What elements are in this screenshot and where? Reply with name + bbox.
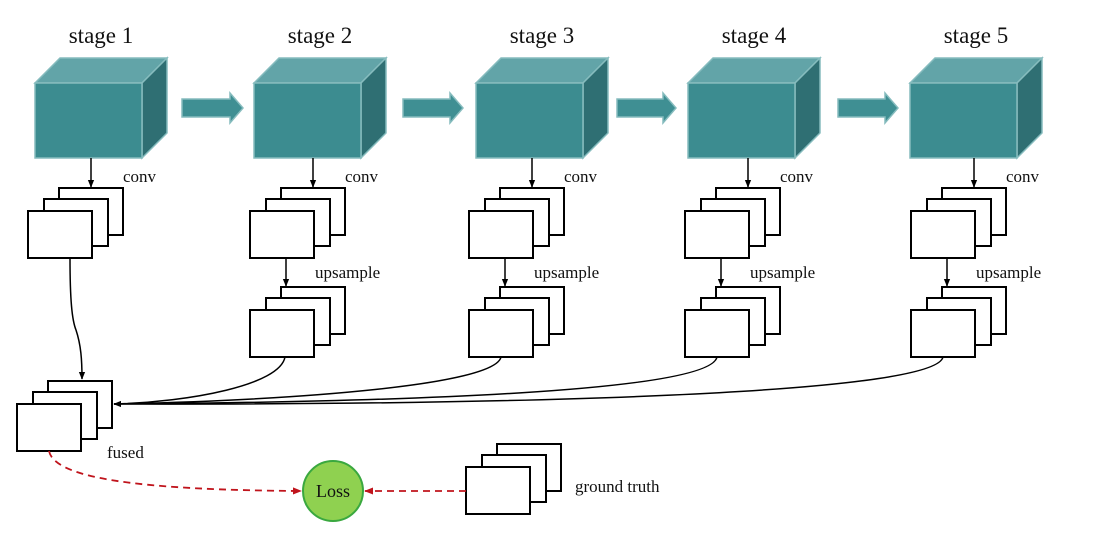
feature-map-front xyxy=(468,210,534,259)
stage-5-cube xyxy=(908,56,1044,160)
fused-label: fused xyxy=(107,443,144,462)
stage-2-cube xyxy=(252,56,388,160)
stage-5-to-fused-line xyxy=(113,356,944,408)
stage-3-to-fused-line xyxy=(113,356,502,405)
feature-map-front xyxy=(910,210,976,259)
fused-maps xyxy=(16,380,113,452)
feature-map-front xyxy=(468,309,534,358)
stage-4-upsample-label: upsample xyxy=(750,263,815,282)
stage-4-cube xyxy=(686,56,822,160)
stage-2-to-fused-line xyxy=(113,356,286,405)
loss-node: Loss xyxy=(302,460,364,522)
stage-3-cube xyxy=(474,56,610,160)
stage-5-conv-label: conv xyxy=(1006,167,1040,186)
stage-5-upsample-maps xyxy=(910,286,1007,358)
ground-truth-maps xyxy=(465,443,562,515)
stage-5-label: stage 5 xyxy=(944,23,1009,48)
stage-2-label: stage 2 xyxy=(288,23,353,48)
stage-4-conv-label: conv xyxy=(780,167,814,186)
cube-front-face xyxy=(909,82,1018,159)
feature-map-front xyxy=(465,466,531,515)
stage-1-conv-maps xyxy=(27,187,124,259)
stage-1-label: stage 1 xyxy=(69,23,134,48)
stage-cubes xyxy=(33,56,1044,160)
feature-map-front xyxy=(27,210,93,259)
feature-map-stacks xyxy=(16,187,1007,515)
feature-map-front xyxy=(249,309,315,358)
cube-front-face xyxy=(253,82,362,159)
cube-front-face xyxy=(687,82,796,159)
arrow-stage-2-to-3-icon xyxy=(402,90,464,126)
stage-2-conv-label: conv xyxy=(345,167,379,186)
ground-truth-label: ground truth xyxy=(575,477,660,496)
arrow-stage-4-to-5-icon xyxy=(837,90,899,126)
stage-1-to-fused-line xyxy=(69,257,86,380)
stage-3-conv-maps xyxy=(468,187,565,259)
feature-map-front xyxy=(684,210,750,259)
stage-4-upsample-maps xyxy=(684,286,781,358)
stage-3-label: stage 3 xyxy=(510,23,575,48)
connections xyxy=(48,158,978,495)
arrow-stage-3-to-4-icon xyxy=(616,90,677,126)
stage-2-upsample-label: upsample xyxy=(315,263,380,282)
feature-map-front xyxy=(249,210,315,259)
cube-front-face xyxy=(475,82,584,159)
stage-4-to-fused-line xyxy=(113,356,718,405)
arrow-stage-1-to-2-icon xyxy=(181,90,244,126)
cube-front-face xyxy=(34,82,143,159)
loss-circle xyxy=(302,460,364,522)
feature-map-front xyxy=(910,309,976,358)
stage-3-upsample-label: upsample xyxy=(534,263,599,282)
stage-5-upsample-label: upsample xyxy=(976,263,1041,282)
stage-4-label: stage 4 xyxy=(722,23,787,48)
stage-2-upsample-maps xyxy=(249,286,346,358)
labels: stage 1 conv stage 2 conv upsample stage 3 con… xyxy=(69,23,1041,522)
feature-map-front xyxy=(684,309,750,358)
stage-1-conv-label: conv xyxy=(123,167,157,186)
stage-3-conv-label: conv xyxy=(564,167,598,186)
stage-1-cube xyxy=(33,56,169,160)
stage-arrows xyxy=(181,90,899,126)
stage-3-upsample-maps xyxy=(468,286,565,358)
stage-5-conv-maps xyxy=(910,187,1007,259)
feature-map-front xyxy=(16,403,82,452)
loss-label: Loss xyxy=(316,481,350,501)
fused-to-loss-dashed-arrow xyxy=(48,450,302,495)
stage-4-conv-maps xyxy=(684,187,781,259)
stage-2-conv-maps xyxy=(249,187,346,259)
